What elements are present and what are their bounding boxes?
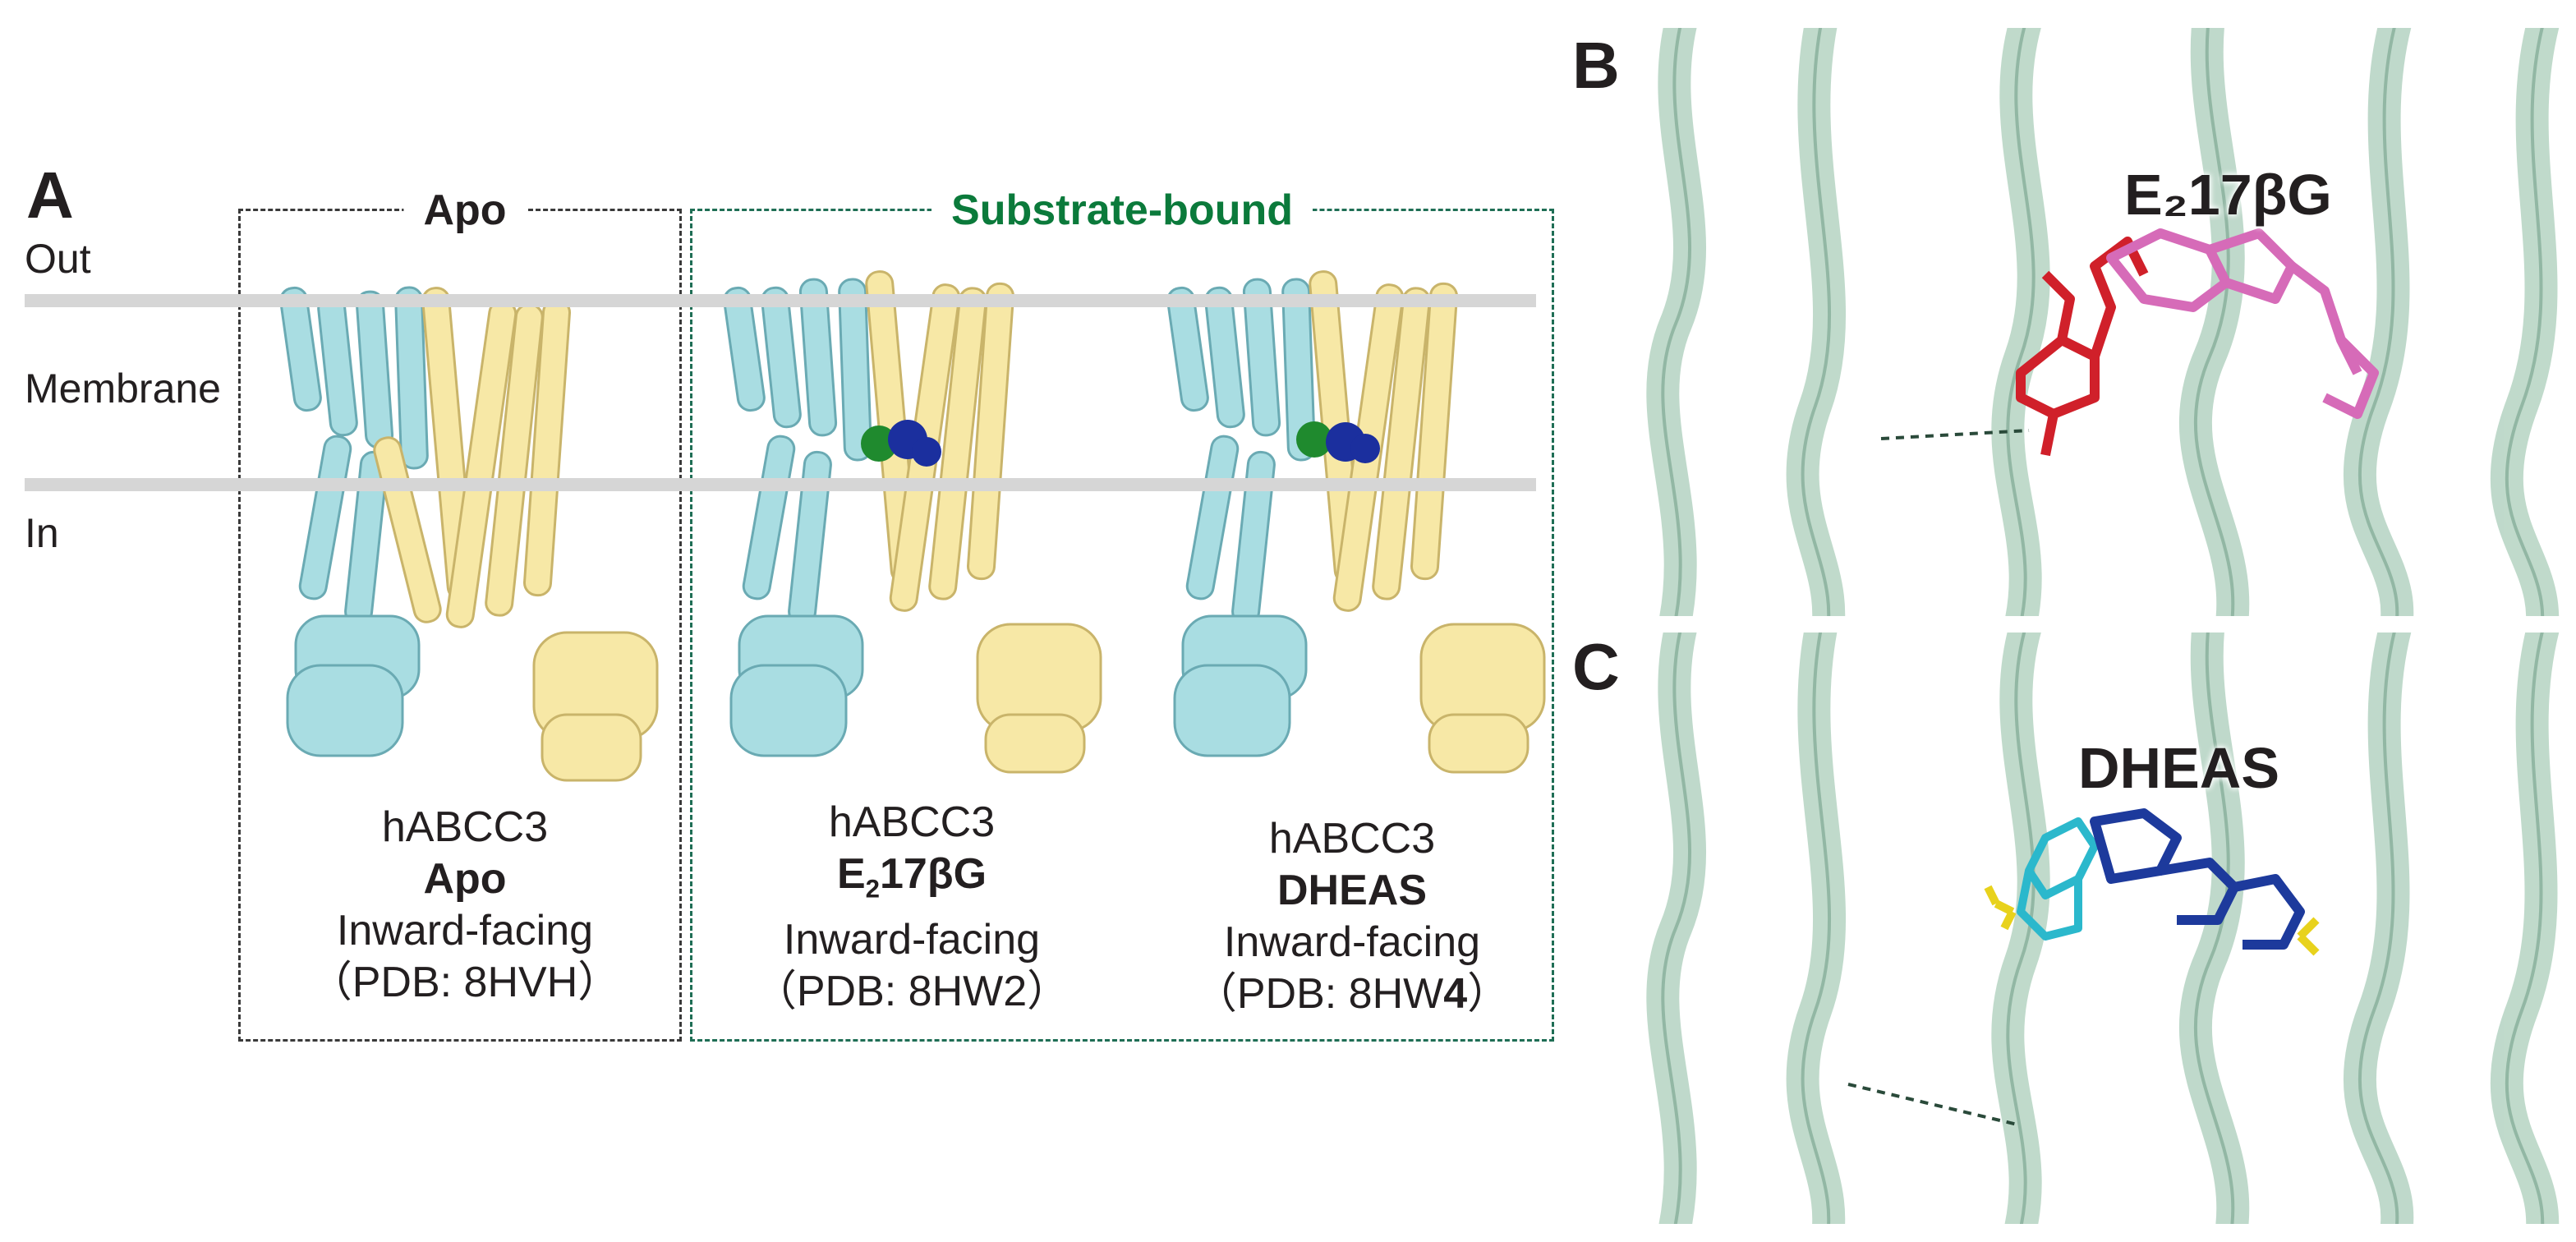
apo-caption: hABCC3 Apo Inward-facing （PDB: 8HVH） <box>276 802 654 1009</box>
e217bg-caption-line1: hABCC3 <box>828 798 996 846</box>
panel-a-letter: A <box>26 159 74 232</box>
panel-c-letter: C <box>1572 630 1620 703</box>
dheas-caption-line2: DHEAS <box>1276 867 1428 914</box>
dheas-sulfate-right <box>2297 917 2320 956</box>
membrane-label: Membrane <box>25 366 221 412</box>
dheas-caption-line4: （PDB: 8HW4） <box>1194 970 1511 1018</box>
membrane-in-label: In <box>25 510 59 556</box>
apo-structure-image <box>279 286 659 782</box>
e217bg-caption: hABCC3 E217βG Inward-facing （PDB: 8HW2） <box>723 797 1101 1018</box>
apo-caption-line1: hABCC3 <box>381 803 549 851</box>
e217bg-caption-line2: E217βG <box>836 850 987 904</box>
panel-b-protein-ribbons <box>1635 28 2563 616</box>
panel-b-image: E₂17βG <box>1635 28 2563 616</box>
dheas-sulfate-left <box>1984 885 2017 931</box>
membrane-out-label: Out <box>25 236 91 282</box>
dheas-ligand-blue <box>2090 808 2305 950</box>
apo-group-title: Apo <box>403 189 527 232</box>
e217bg-ligand-steroid <box>2106 228 2379 419</box>
panel-c-protein-ribbons <box>1635 632 2563 1224</box>
e217bg-structure-image <box>723 270 1102 774</box>
dheas-caption: hABCC3 DHEAS Inward-facing （PDB: 8HW4） <box>1163 813 1541 1020</box>
apo-caption-line3: Inward-facing <box>336 907 594 954</box>
panel-b-ligand-label: E₂17βG <box>2124 163 2332 227</box>
panel-b-letter: B <box>1572 29 1620 102</box>
membrane-inner-line <box>25 478 1536 491</box>
e217bg-caption-line4: （PDB: 8HW2） <box>753 968 1070 1016</box>
apo-caption-line4: （PDB: 8HVH） <box>309 959 621 1006</box>
apo-caption-line2: Apo <box>423 855 507 903</box>
dheas-structure-image <box>1166 270 1546 774</box>
panel-c-ligand-label: DHEAS <box>2078 736 2280 800</box>
e217bg-caption-line3: Inward-facing <box>783 916 1041 964</box>
membrane-outer-line <box>25 294 1536 307</box>
dheas-caption-line3: Inward-facing <box>1223 918 1481 966</box>
dheas-ligand-cyan <box>2017 817 2099 941</box>
panel-c-image: DHEAS <box>1635 632 2563 1224</box>
substrate-bound-group-title: Substrate-bound <box>932 189 1313 232</box>
dheas-caption-line1: hABCC3 <box>1268 815 1436 862</box>
